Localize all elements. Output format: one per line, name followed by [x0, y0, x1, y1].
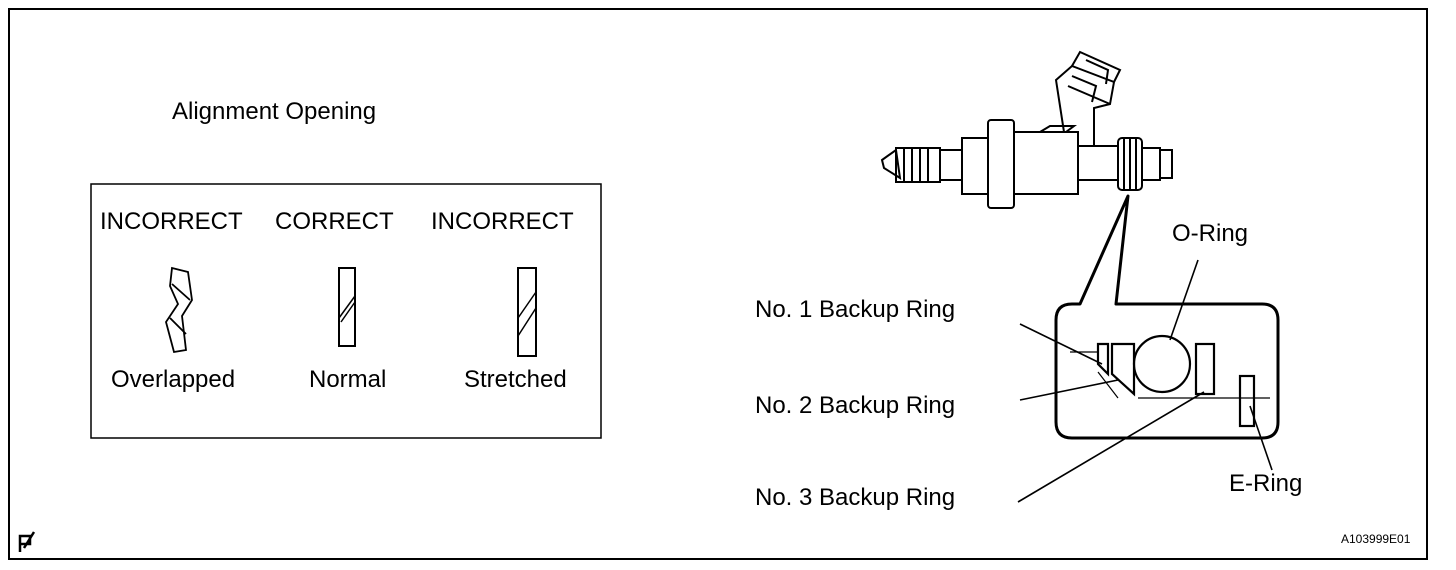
fuel-injector-drawing [880, 50, 1173, 209]
state-overlapped: Overlapped [111, 366, 236, 393]
label-backup-ring-3: No. 3 Backup Ring [755, 484, 956, 511]
header-incorrect-left: INCORRECT [100, 208, 243, 235]
corner-mark-icon [18, 531, 36, 552]
label-e-ring: E-Ring [1229, 470, 1303, 497]
diagram-frame [8, 8, 1428, 560]
stretched-ring-shape [517, 267, 537, 357]
overlapped-ring-shape [165, 266, 193, 354]
header-correct: CORRECT [275, 208, 394, 235]
label-backup-ring-2: No. 2 Backup Ring [755, 392, 956, 419]
figure-code: A103999E01 [1341, 532, 1411, 546]
alignment-title: Alignment Opening [172, 98, 377, 125]
header-incorrect-right: INCORRECT [431, 208, 574, 235]
leader-lines [1017, 259, 1273, 503]
seal-cross-section [1070, 334, 1270, 428]
alignment-box [90, 183, 602, 439]
state-normal: Normal [309, 366, 387, 393]
state-stretched: Stretched [464, 366, 567, 393]
label-o-ring: O-Ring [1172, 220, 1249, 247]
detail-callout-bubble [1054, 194, 1280, 440]
label-backup-ring-1: No. 1 Backup Ring [755, 296, 956, 323]
normal-ring-shape [338, 267, 356, 347]
